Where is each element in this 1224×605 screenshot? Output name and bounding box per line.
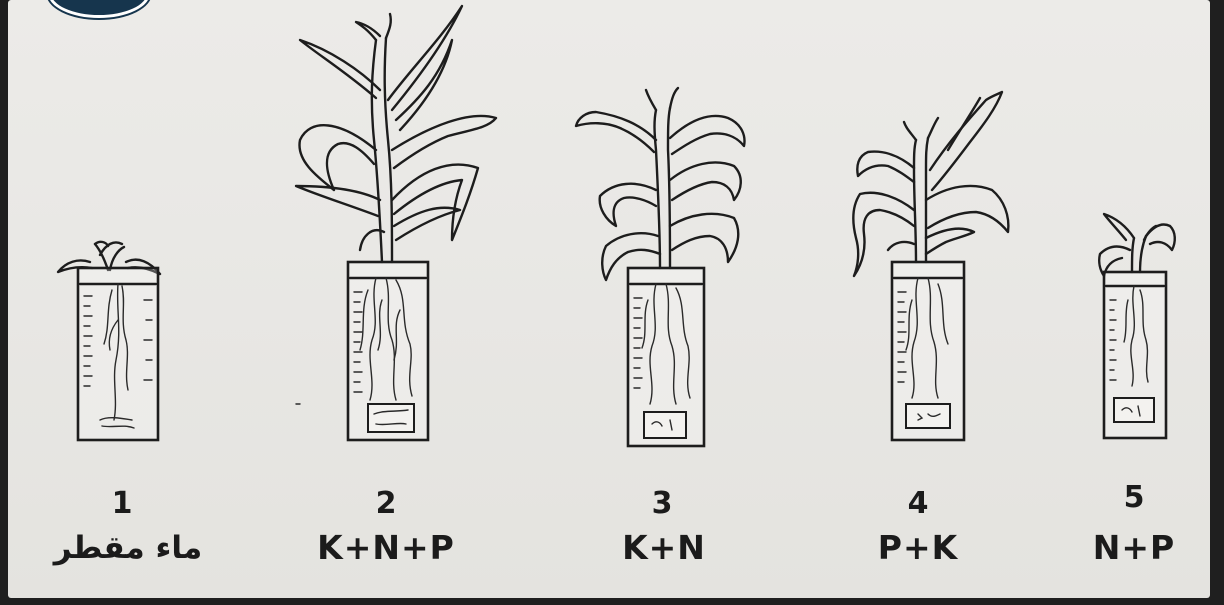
plant-1 — [56, 240, 162, 442]
tag-3 — [643, 411, 687, 439]
plant-5 — [1098, 212, 1176, 440]
plant-4-number: 4 — [907, 486, 929, 521]
plant-2 — [294, 4, 498, 442]
plant-3 — [574, 86, 746, 448]
paper-background — [8, 0, 1210, 598]
tag-4 — [905, 403, 951, 429]
plant-1-label: ماء مقطر — [53, 530, 203, 566]
plant-3-label: K+N — [622, 528, 706, 567]
plant-4 — [852, 90, 1010, 442]
tag-5 — [1113, 397, 1155, 423]
plant-3-number: 3 — [651, 486, 673, 521]
plant-5-label: N+P — [1092, 528, 1176, 567]
plant-2-label: K+N+P — [317, 528, 455, 567]
plant-4-label: P+K — [877, 528, 959, 567]
plant-5-number: 5 — [1123, 480, 1145, 515]
tag-2 — [367, 403, 415, 433]
plant-1-number: 1 — [111, 486, 133, 521]
plant-2-number: 2 — [375, 486, 397, 521]
